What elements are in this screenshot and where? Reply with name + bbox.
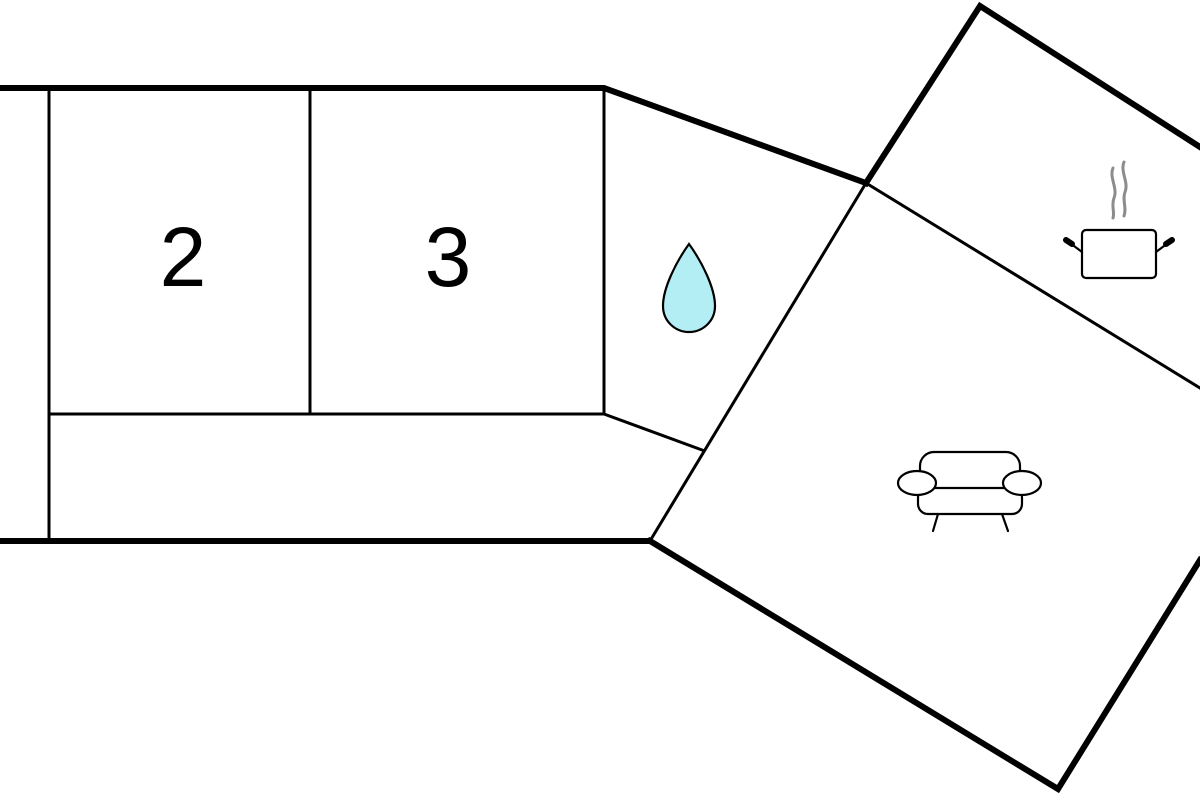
room-number-3: 3	[425, 210, 472, 304]
outer-wall-top	[0, 85, 870, 187]
cooking-pot-icon	[1063, 160, 1175, 280]
wall-living-left	[647, 180, 869, 544]
room-number-2: 2	[160, 210, 207, 304]
armchair-icon	[896, 450, 1043, 533]
armchair-leg-right	[1000, 512, 1010, 533]
outer-wall-rotated-wing-bottom	[645, 536, 1200, 794]
armchair-seat	[916, 486, 1024, 516]
steam-line	[1110, 166, 1117, 220]
pot-body	[1080, 228, 1158, 280]
water-drop-icon	[661, 242, 717, 334]
armchair-arm-left	[896, 469, 938, 497]
armchair-leg-left	[931, 512, 940, 533]
steam-line	[1121, 160, 1128, 218]
wall-bathroom-bottom	[602, 412, 704, 452]
armchair-arm-right	[1001, 469, 1043, 497]
outer-wall-rotated-wing	[861, 1, 1200, 188]
wall-kitchen-living	[863, 180, 1200, 390]
pot-handle-left-grip	[1063, 237, 1075, 247]
pot-handle-right-grip	[1163, 237, 1175, 247]
